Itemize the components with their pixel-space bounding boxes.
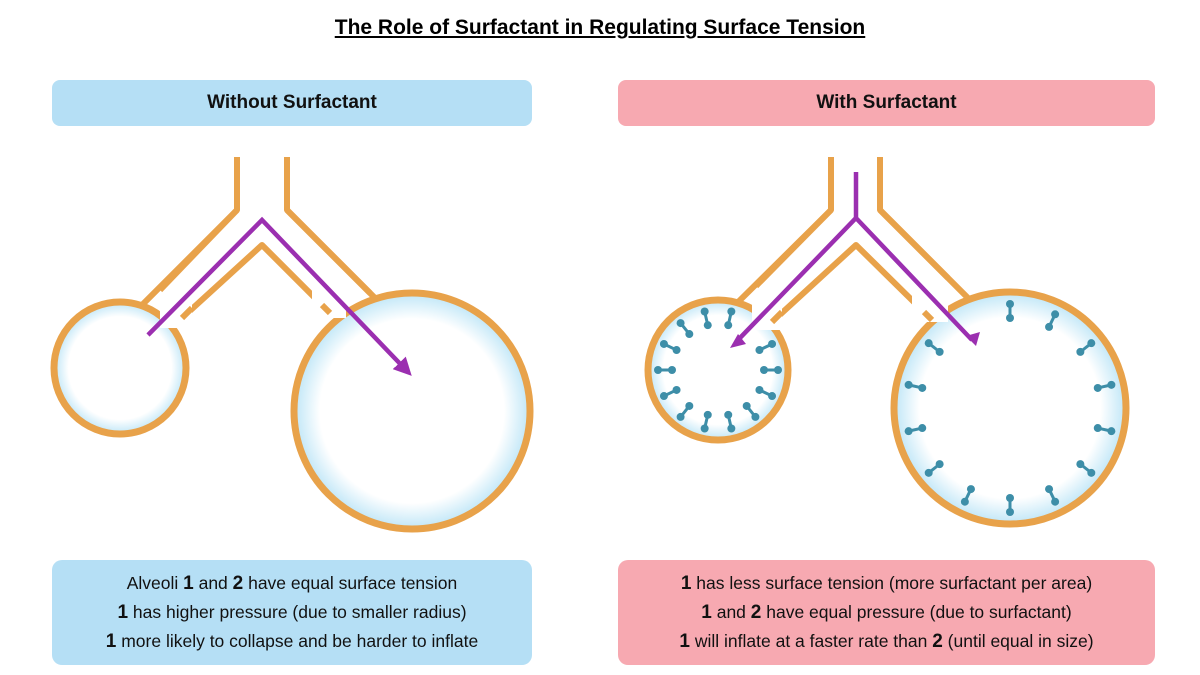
page-title: The Role of Surfactant in Regulating Sur… [334,16,866,39]
header-with-surfactant: With Surfactant [618,80,1155,126]
surfactant-molecule [960,485,975,506]
right-airflow-arrow [736,172,974,342]
surfactant-molecule [676,319,694,339]
info-line: Alveoli 1 and 2 have equal surface tensi… [126,573,458,594]
info-box-without-surfactant: Alveoli 1 and 2 have equal surface tensi… [52,560,532,665]
surfactant-molecule [924,339,944,356]
info-line: 1 more likely to collapse and be harder … [105,631,479,652]
surfactant-molecule [1093,380,1116,392]
surfactant-molecule [1006,300,1014,322]
info-box-with-surfactant: 1 has less surface tension (more surfact… [618,560,1155,665]
surfactant-molecules-large [904,300,1116,516]
surfactant-molecule [755,385,777,401]
surfactant-molecule [724,307,736,330]
right-alveolus-1 [644,296,792,444]
surfactant-molecule [700,307,712,330]
surfactant-molecule [924,460,944,477]
left-airflow-arrow [146,216,412,376]
surfactant-molecule [1006,494,1014,516]
info-line: 1 and 2 have equal pressure (due to surf… [701,602,1072,623]
surfactant-molecule [1045,310,1060,331]
surfactant-molecule [654,366,676,374]
surfactant-molecule [659,339,681,355]
header-without-surfactant: Without Surfactant [52,80,532,126]
surfactant-molecule [1045,485,1060,506]
info-line: 1 will inflate at a faster rate than 2 (… [679,631,1094,652]
surfactant-molecule [659,385,681,401]
surfactant-molecule [1076,460,1096,477]
info-line: 1 has less surface tension (more surfact… [680,573,1093,594]
right-alveolus-2 [890,288,1130,528]
left-alveolus-1 [50,298,190,438]
surfactant-molecule [904,380,927,392]
left-alveolus-2 [290,289,534,533]
surfactant-molecule [904,424,927,436]
surfactant-molecule [700,410,712,433]
surfactant-molecule [1076,339,1096,356]
surfactant-molecule [755,339,777,355]
surfactant-molecules-small [654,307,782,433]
info-line: 1 has higher pressure (due to smaller ra… [117,602,467,623]
surfactant-molecule [1093,424,1116,436]
surfactant-molecule [742,401,760,421]
surfactant-molecule [724,410,736,433]
surfactant-molecule [760,366,782,374]
surfactant-molecule [676,401,694,421]
